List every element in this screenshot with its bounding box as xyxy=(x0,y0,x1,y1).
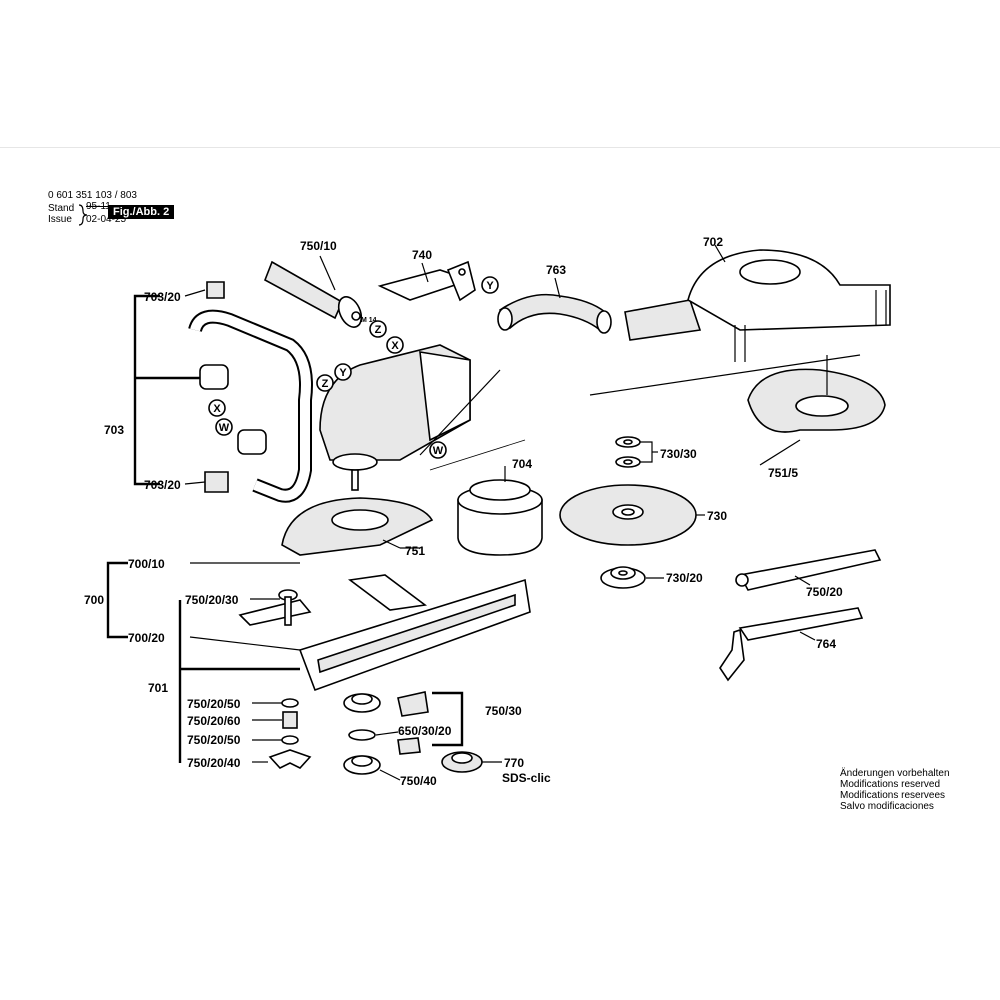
part-730-30-washers xyxy=(615,436,658,468)
label-750-30: 750/30 xyxy=(485,704,522,718)
stand-value: 95-11 xyxy=(86,201,111,212)
part-701-small-parts xyxy=(252,698,312,769)
label-730-30: 730/30 xyxy=(660,447,697,461)
part-750-30-flange xyxy=(343,691,429,781)
part-703-bow-handle xyxy=(188,281,313,503)
svg-text:Y: Y xyxy=(486,280,494,292)
header-brace xyxy=(78,204,88,226)
label-750-20-40: 750/20/40 xyxy=(187,756,241,770)
label-700-20: 700/20 xyxy=(128,631,165,645)
top-divider xyxy=(0,147,1000,148)
bracket-703 xyxy=(133,294,160,486)
stand-label: Stand xyxy=(48,203,75,214)
label-750-40: 750/40 xyxy=(400,774,437,788)
part-740-bracket xyxy=(377,260,476,302)
label-764: 764 xyxy=(816,637,836,651)
issue-label: Issue xyxy=(48,214,72,225)
part-751-guard xyxy=(281,497,434,556)
label-750-20-30: 750/20/30 xyxy=(185,593,239,607)
part-grinder-body xyxy=(319,344,471,491)
svg-text:Y: Y xyxy=(339,367,347,379)
part-700-cutting-guide xyxy=(189,562,531,692)
svg-text:W: W xyxy=(219,422,230,434)
label-703: 703 xyxy=(104,423,124,437)
svg-text:X: X xyxy=(391,340,399,352)
label-m14: M 14 xyxy=(361,317,377,324)
label-770: 770 xyxy=(504,756,524,770)
bracket-700 xyxy=(106,561,128,639)
label-763: 763 xyxy=(546,263,566,277)
part-751-5-guard xyxy=(747,355,886,433)
svg-text:Z: Z xyxy=(322,378,329,390)
label-750-10: 750/10 xyxy=(300,239,337,253)
label-730: 730 xyxy=(707,509,727,523)
svg-text:W: W xyxy=(433,445,444,457)
marker-z2: Z xyxy=(316,374,334,392)
part-702-extraction-guard xyxy=(624,244,891,362)
leader-lines xyxy=(184,289,861,549)
figure-title: Fig./Abb. 2 xyxy=(108,205,175,219)
label-751-5: 751/5 xyxy=(768,466,798,480)
part-730-disc xyxy=(559,484,705,546)
label-701: 701 xyxy=(148,681,168,695)
label-703-20-top: 703/20 xyxy=(144,290,181,304)
label-704: 704 xyxy=(512,457,532,471)
label-sds-clic: SDS-clic xyxy=(502,771,551,785)
part-730-20-flange-nut xyxy=(600,566,664,589)
part-770-sds-clic-nut xyxy=(441,751,502,773)
label-750-20-50-bottom: 750/20/50 xyxy=(187,733,241,747)
marker-y1: Y xyxy=(481,276,499,294)
part-764-wrench xyxy=(719,607,864,682)
label-750-20: 750/20 xyxy=(806,585,843,599)
label-740: 740 xyxy=(412,248,432,262)
label-750-20-60: 750/20/60 xyxy=(187,714,241,728)
part-750-10-auxiliary-handle xyxy=(263,255,363,328)
label-750-20-50-top: 750/20/50 xyxy=(187,697,241,711)
part-750-20-30-bolt xyxy=(250,589,298,626)
marker-z1: Z xyxy=(369,320,387,338)
label-730-20: 730/20 xyxy=(666,571,703,585)
note-english: Modifications reserved xyxy=(840,779,941,790)
label-751: 751 xyxy=(405,544,425,558)
issue-value: 02-04-25 xyxy=(86,214,127,225)
label-700: 700 xyxy=(84,593,104,607)
note-german: Änderungen vorbehalten xyxy=(840,768,950,779)
marker-w1: W xyxy=(429,441,447,459)
svg-text:X: X xyxy=(213,403,221,415)
note-spanish: Salvo modificaciones xyxy=(840,801,934,812)
marker-x2: X xyxy=(208,399,226,417)
part-763-hose xyxy=(497,277,612,334)
part-750-20-spanner xyxy=(735,549,882,591)
modification-notes: Änderungen vorbehalten Modifications res… xyxy=(840,768,950,812)
note-french: Modifications reservees xyxy=(840,790,946,801)
marker-y2: Y xyxy=(334,363,352,381)
part-704-adapter xyxy=(457,466,543,556)
label-650-30-20: 650/30/20 xyxy=(398,724,452,738)
marker-w2: W xyxy=(215,418,233,436)
document-number: 0 601 351 103 / 803 xyxy=(48,190,137,201)
bracket-750-30 xyxy=(432,691,464,747)
label-703-20-bottom: 703/20 xyxy=(144,478,181,492)
marker-x1: X xyxy=(386,336,404,354)
label-702: 702 xyxy=(703,235,723,249)
label-700-10: 700/10 xyxy=(128,557,165,571)
svg-text:Z: Z xyxy=(375,324,382,336)
